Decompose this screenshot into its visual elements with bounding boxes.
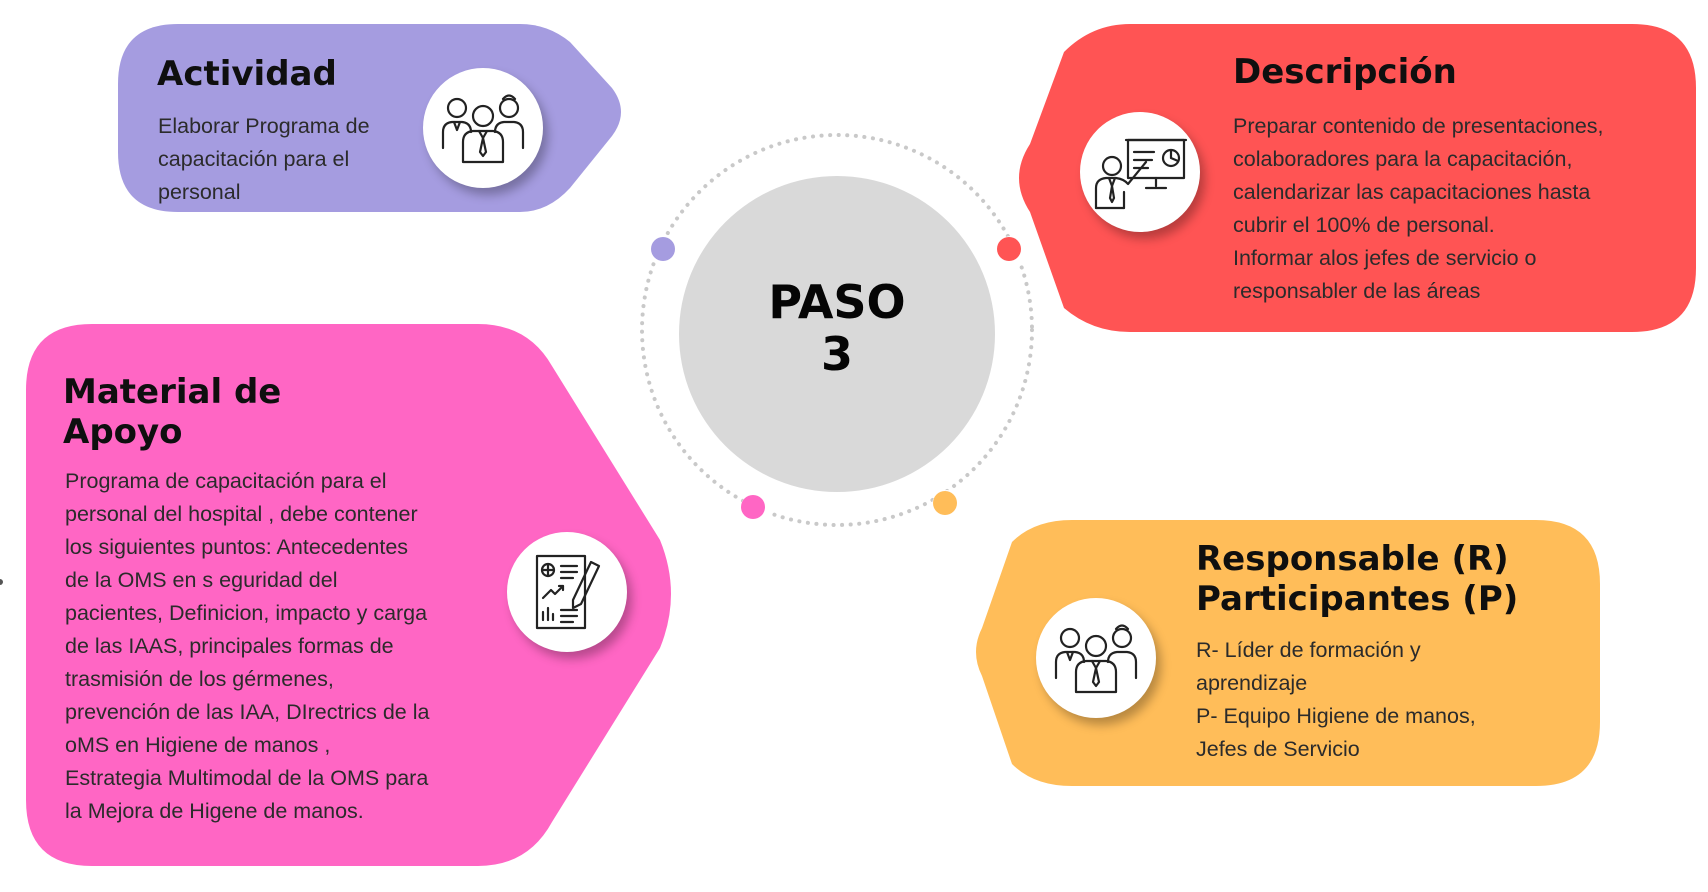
ring-dot-pink: [740, 494, 770, 524]
center-circle: [679, 176, 995, 492]
responsable-icon-circle: [1036, 598, 1156, 718]
responsable-card: [976, 520, 1600, 786]
dotted-ring: [640, 133, 1034, 527]
descripcion-title: Descripción: [1233, 52, 1457, 92]
material-card: [26, 324, 671, 866]
center-step-label: PASO 3: [768, 275, 906, 381]
edge-dot: [0, 579, 3, 585]
responsable-body: R- Líder de formación y aprendizaje P- E…: [1196, 638, 1476, 761]
material-title: Material de Apoyo: [63, 372, 282, 452]
actividad-title: Actividad: [157, 54, 337, 94]
report-document-icon: [535, 554, 601, 630]
descripcion-icon-circle: [1080, 112, 1200, 232]
responsable-title: Responsable (R) Participantes (P): [1196, 539, 1519, 619]
material-body: Programa de capacitación para el persona…: [65, 469, 430, 823]
team-people-icon: [441, 94, 525, 164]
ring-dot-orange: [932, 490, 962, 520]
material-icon-circle: [507, 532, 627, 652]
team-people-icon: [1054, 624, 1138, 694]
presenter-board-icon: [1094, 138, 1188, 210]
actividad-body: Elaborar Programa de capacitación para e…: [158, 114, 370, 204]
actividad-icon-circle: [423, 68, 543, 188]
ring-dot-purple: [650, 236, 680, 266]
descripcion-body: Preparar contenido de presentaciones, co…: [1233, 114, 1604, 303]
ring-dot-red: [996, 236, 1026, 266]
descripcion-card: [1019, 24, 1696, 332]
